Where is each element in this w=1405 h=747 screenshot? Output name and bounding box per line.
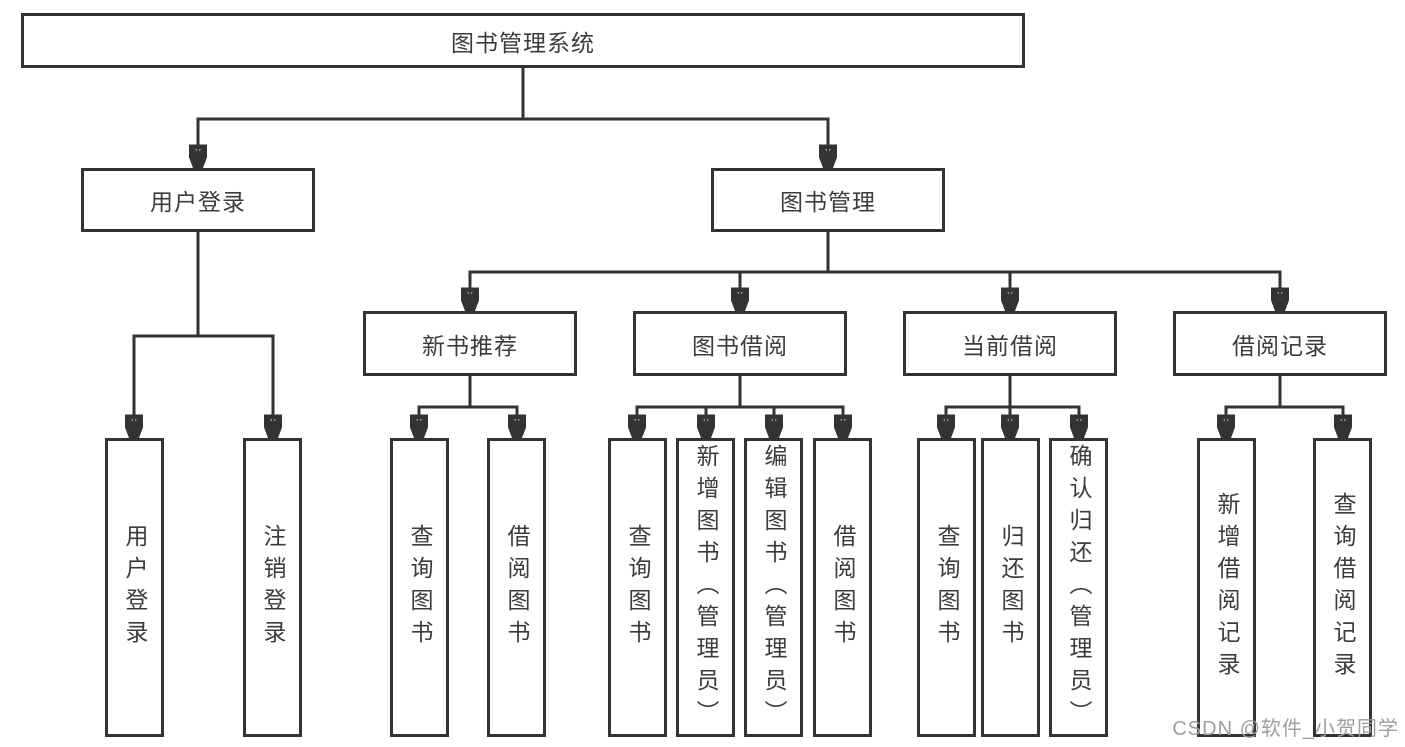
node-current-borrowing: 当前借阅 xyxy=(903,311,1117,376)
node-borrowing-records: 借阅记录 xyxy=(1173,311,1387,376)
node-book-management: 图书管理 xyxy=(711,168,945,232)
leaf-logout: 注销登录 xyxy=(243,438,302,737)
leaf-query-borrow-record: 查询借阅记录 xyxy=(1313,438,1372,737)
leaf-label: 查询图书 xyxy=(407,523,433,652)
node-new-book-recommendation: 新书推荐 xyxy=(363,311,577,376)
node-label: 当前借阅 xyxy=(962,332,1058,359)
leaf-return-books: 归还图书 xyxy=(981,438,1040,737)
leaf-label: 借阅图书 xyxy=(504,523,530,652)
leaf-label: 用户登录 xyxy=(122,523,148,652)
leaf-add-borrow-record: 新增借阅记录 xyxy=(1197,438,1256,737)
leaf-query-books-borrowing: 查询图书 xyxy=(608,438,667,737)
leaf-label: 查询图书 xyxy=(625,523,651,652)
leaf-edit-books-admin: 编辑图书（管理员） xyxy=(744,438,803,737)
leaf-label: 查询图书 xyxy=(934,523,960,652)
node-label: 借阅记录 xyxy=(1232,332,1328,359)
connector-borrowing-records xyxy=(1226,374,1343,439)
leaf-label: 确认归还（管理员） xyxy=(1066,443,1092,732)
leaf-borrow-books-recommend: 借阅图书 xyxy=(487,438,546,737)
leaf-label: 查询借阅记录 xyxy=(1330,491,1356,684)
node-label: 新书推荐 xyxy=(422,332,518,359)
connector-root xyxy=(198,66,828,169)
watermark: CSDN @软件_小贺同学 xyxy=(1172,718,1399,740)
node-user-login: 用户登录 xyxy=(81,168,315,232)
leaf-confirm-return-admin: 确认归还（管理员） xyxy=(1049,438,1108,737)
leaf-label: 编辑图书（管理员） xyxy=(761,443,787,732)
connector-current-borrowing xyxy=(946,374,1079,439)
leaf-user-login: 用户登录 xyxy=(105,438,164,737)
connector-new-book-recommendation xyxy=(419,374,517,439)
leaf-query-books-current: 查询图书 xyxy=(917,438,976,737)
connector-book-management xyxy=(470,230,1280,312)
leaf-add-books-admin: 新增图书（管理员） xyxy=(676,438,735,737)
node-label: 图书借阅 xyxy=(692,332,788,359)
leaf-query-books-recommend: 查询图书 xyxy=(390,438,449,737)
node-library-management-system: 图书管理系统 xyxy=(21,13,1025,68)
leaf-label: 注销登录 xyxy=(260,523,286,652)
leaf-label: 归还图书 xyxy=(998,523,1024,652)
connector-book-borrowing xyxy=(637,374,843,439)
leaf-label: 借阅图书 xyxy=(830,523,856,652)
connector-user-login xyxy=(134,230,273,439)
node-label: 用户登录 xyxy=(150,189,246,215)
node-label: 图书管理系统 xyxy=(451,29,595,56)
node-book-borrowing: 图书借阅 xyxy=(633,311,847,376)
node-label: 图书管理 xyxy=(780,189,876,215)
leaf-borrow-books: 借阅图书 xyxy=(813,438,872,737)
leaf-label: 新增图书（管理员） xyxy=(693,443,719,732)
leaf-label: 新增借阅记录 xyxy=(1214,491,1240,684)
